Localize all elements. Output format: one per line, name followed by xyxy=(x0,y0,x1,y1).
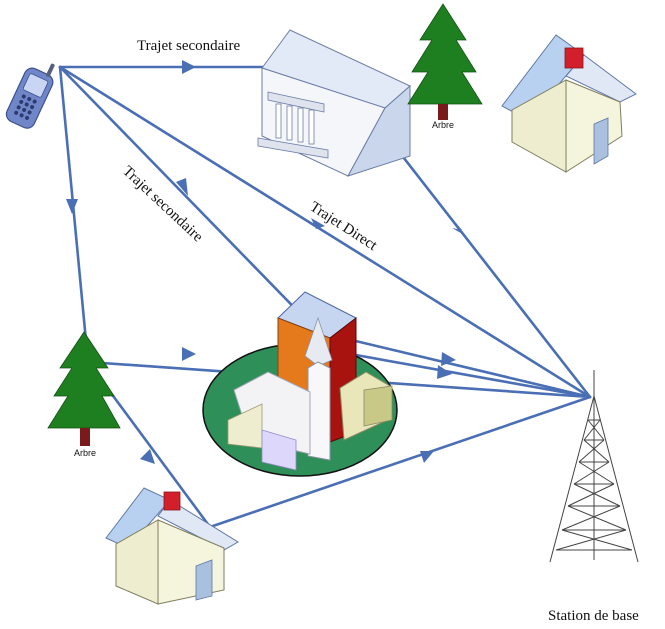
arrowhead xyxy=(182,60,196,74)
tree-left-label: Arbre xyxy=(74,448,96,458)
base-station-tower-icon xyxy=(549,370,639,563)
path-direct xyxy=(58,65,592,399)
tree-top-icon: Arbre xyxy=(407,3,483,130)
path-phone-to-tree xyxy=(58,65,90,364)
church-icon xyxy=(202,291,398,477)
path-church-to-station-1 xyxy=(316,330,592,399)
house-bottom-icon xyxy=(105,487,239,605)
arrowhead xyxy=(176,178,188,196)
path-house-to-station xyxy=(208,395,592,529)
mobile-phone-icon xyxy=(5,63,55,129)
tree-left-icon: Arbre xyxy=(47,331,121,458)
base-station-label: Station de base xyxy=(548,608,639,624)
arrowhead xyxy=(441,352,456,366)
path-secondary-top-label: Trajet secondaire xyxy=(137,38,241,54)
path-phone-to-church xyxy=(58,65,320,334)
arrowhead xyxy=(311,218,325,229)
arrowhead xyxy=(420,451,434,463)
path-arrowheads xyxy=(66,60,466,464)
tree-top-label: Arbre xyxy=(432,120,454,130)
arrowhead xyxy=(452,222,466,236)
house-top-right-icon xyxy=(501,34,637,173)
arrowhead xyxy=(66,199,78,214)
arrowhead xyxy=(437,365,452,379)
arrowhead xyxy=(140,449,155,464)
arrowhead xyxy=(182,347,196,361)
bank-building-icon xyxy=(257,29,411,177)
